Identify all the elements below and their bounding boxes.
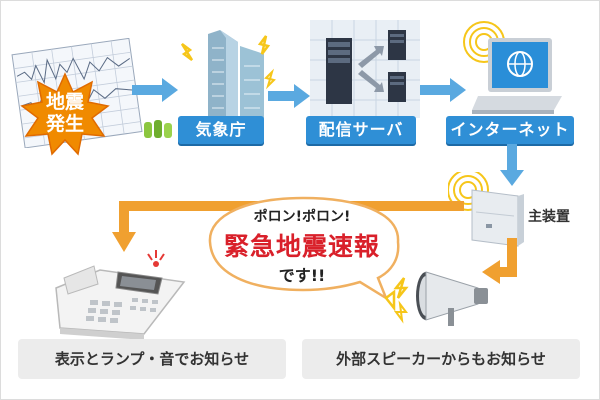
speaker-output-label: 外部スピーカーからもお知らせ: [336, 350, 546, 368]
phone-output-box: 表示とランプ・音でお知らせ: [18, 339, 286, 379]
external-speaker-icon: [384, 271, 488, 326]
alert-line3: です!!: [278, 266, 326, 285]
jma-building-icon: [180, 30, 276, 126]
arrow-main-unit-to-speaker: [482, 238, 517, 284]
server-label: 配信サーバ: [306, 116, 416, 144]
arrow-earthquake-to-jma: [132, 78, 178, 102]
alert-line2: 緊急地震速報: [223, 232, 380, 261]
arrow-internet-to-main-unit: [500, 144, 524, 186]
speaker-output-box: 外部スピーカーからもお知らせ: [302, 339, 580, 379]
alert-speech-bubble: [208, 196, 400, 302]
jma-label: 気象庁: [178, 116, 264, 144]
green-buildings-icon: [144, 120, 172, 138]
internet-label: インターネット: [446, 116, 574, 144]
server-icon: [310, 20, 420, 118]
arrow-server-to-internet: [420, 78, 466, 102]
phone-output-label: 表示とランプ・音でお知らせ: [54, 350, 250, 368]
desk-phone-icon: [55, 250, 186, 340]
earthquake-label: 地震 発生: [45, 91, 84, 135]
main-unit-icon: [448, 172, 524, 247]
alert-line1: ポロン!ポロン!: [253, 209, 351, 225]
internet-laptop-icon: [463, 21, 562, 114]
earthquake-burst-icon: [20, 72, 110, 156]
main-unit-label: 主装置: [528, 209, 570, 225]
arrow-jma-to-server: [268, 84, 310, 108]
